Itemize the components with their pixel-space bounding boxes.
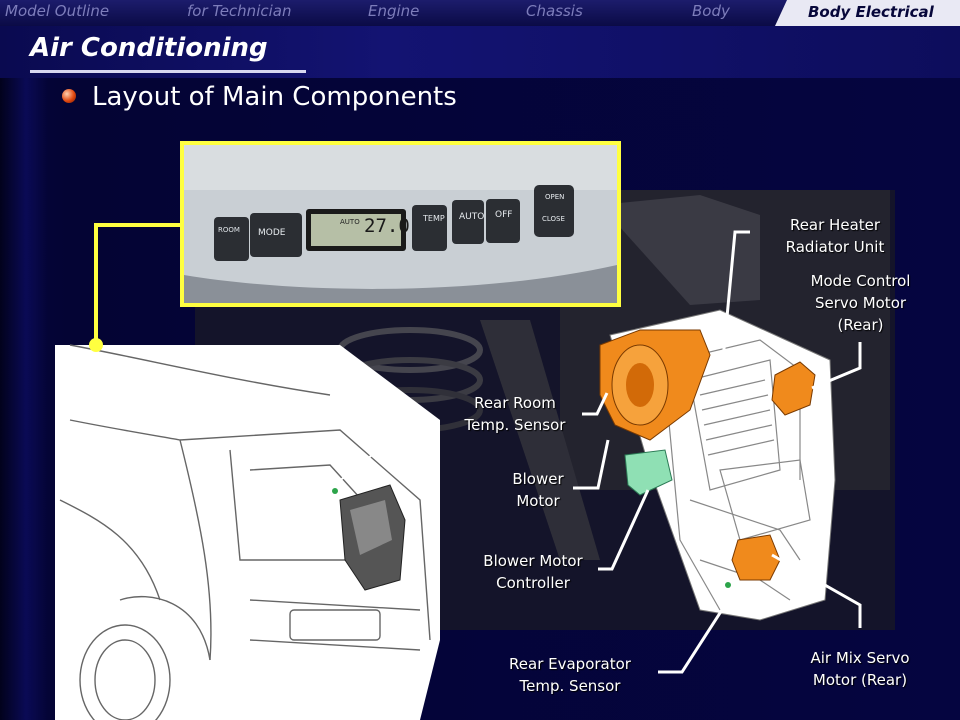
callout-leader [94, 223, 180, 343]
room-button [214, 217, 249, 261]
callout-dot [89, 338, 103, 352]
auto-button-label: AUTO [459, 212, 485, 222]
close-button-label: CLOSE [542, 215, 565, 223]
room-button-label: ROOM [218, 226, 240, 234]
off-button [486, 199, 520, 243]
tab-body[interactable]: Body [692, 2, 730, 20]
label-blower-motor-controller: Blower Motor Controller [483, 552, 583, 592]
off-button-label: OFF [495, 210, 513, 220]
open-close-button [534, 185, 574, 237]
bullet-icon [62, 89, 76, 103]
temp-button-label: TEMP [423, 214, 445, 223]
label-mode-control-servo-motor: Mode Control Servo Motor (Rear) [810, 272, 911, 334]
title-band [0, 26, 960, 78]
vehicle-ac-unit [332, 484, 406, 591]
seat-shape [600, 195, 760, 305]
ac-unit-illustration [599, 309, 836, 621]
tab-model-outline[interactable]: Model Outline [5, 2, 110, 20]
mode-button [250, 213, 302, 257]
vehicle-illustration [55, 344, 440, 720]
open-button-label: OPEN [545, 193, 565, 201]
page-title: Air Conditioning [30, 33, 268, 63]
display-mode-text: AUTO [340, 218, 360, 226]
display-temp-value: 27.0 [364, 215, 410, 237]
label-rear-heater-radiator-unit: Rear Heater Radiator Unit [785, 216, 885, 256]
pillar-shape [480, 320, 600, 560]
lcd-display [311, 214, 401, 246]
label-air-mix-servo-motor: Air Mix Servo Motor (Rear) [810, 649, 910, 689]
label-rear-evaporator-temp-sensor: Rear Evaporator Temp. Sensor [509, 655, 631, 695]
active-tab-highlight [775, 0, 960, 26]
control-panel-photo [184, 145, 617, 303]
temp-button [412, 205, 447, 251]
rear-room-sensor-leader [337, 416, 421, 483]
tab-for-technician[interactable]: for Technician [187, 2, 292, 20]
tab-body-electrical[interactable]: Body Electrical [808, 3, 934, 21]
control-panel-photo-frame [180, 141, 621, 307]
section-subtitle: Layout of Main Components [92, 82, 457, 112]
tab-chassis[interactable]: Chassis [526, 2, 583, 20]
mode-button-label: MODE [258, 228, 286, 238]
label-blower-motor: Blower Motor [512, 470, 564, 510]
label-rear-room-temp-sensor: Rear Room Temp. Sensor [464, 394, 566, 434]
auto-button [452, 200, 484, 244]
leader-lines [573, 230, 862, 674]
title-underline [30, 70, 306, 73]
tab-engine[interactable]: Engine [368, 2, 420, 20]
